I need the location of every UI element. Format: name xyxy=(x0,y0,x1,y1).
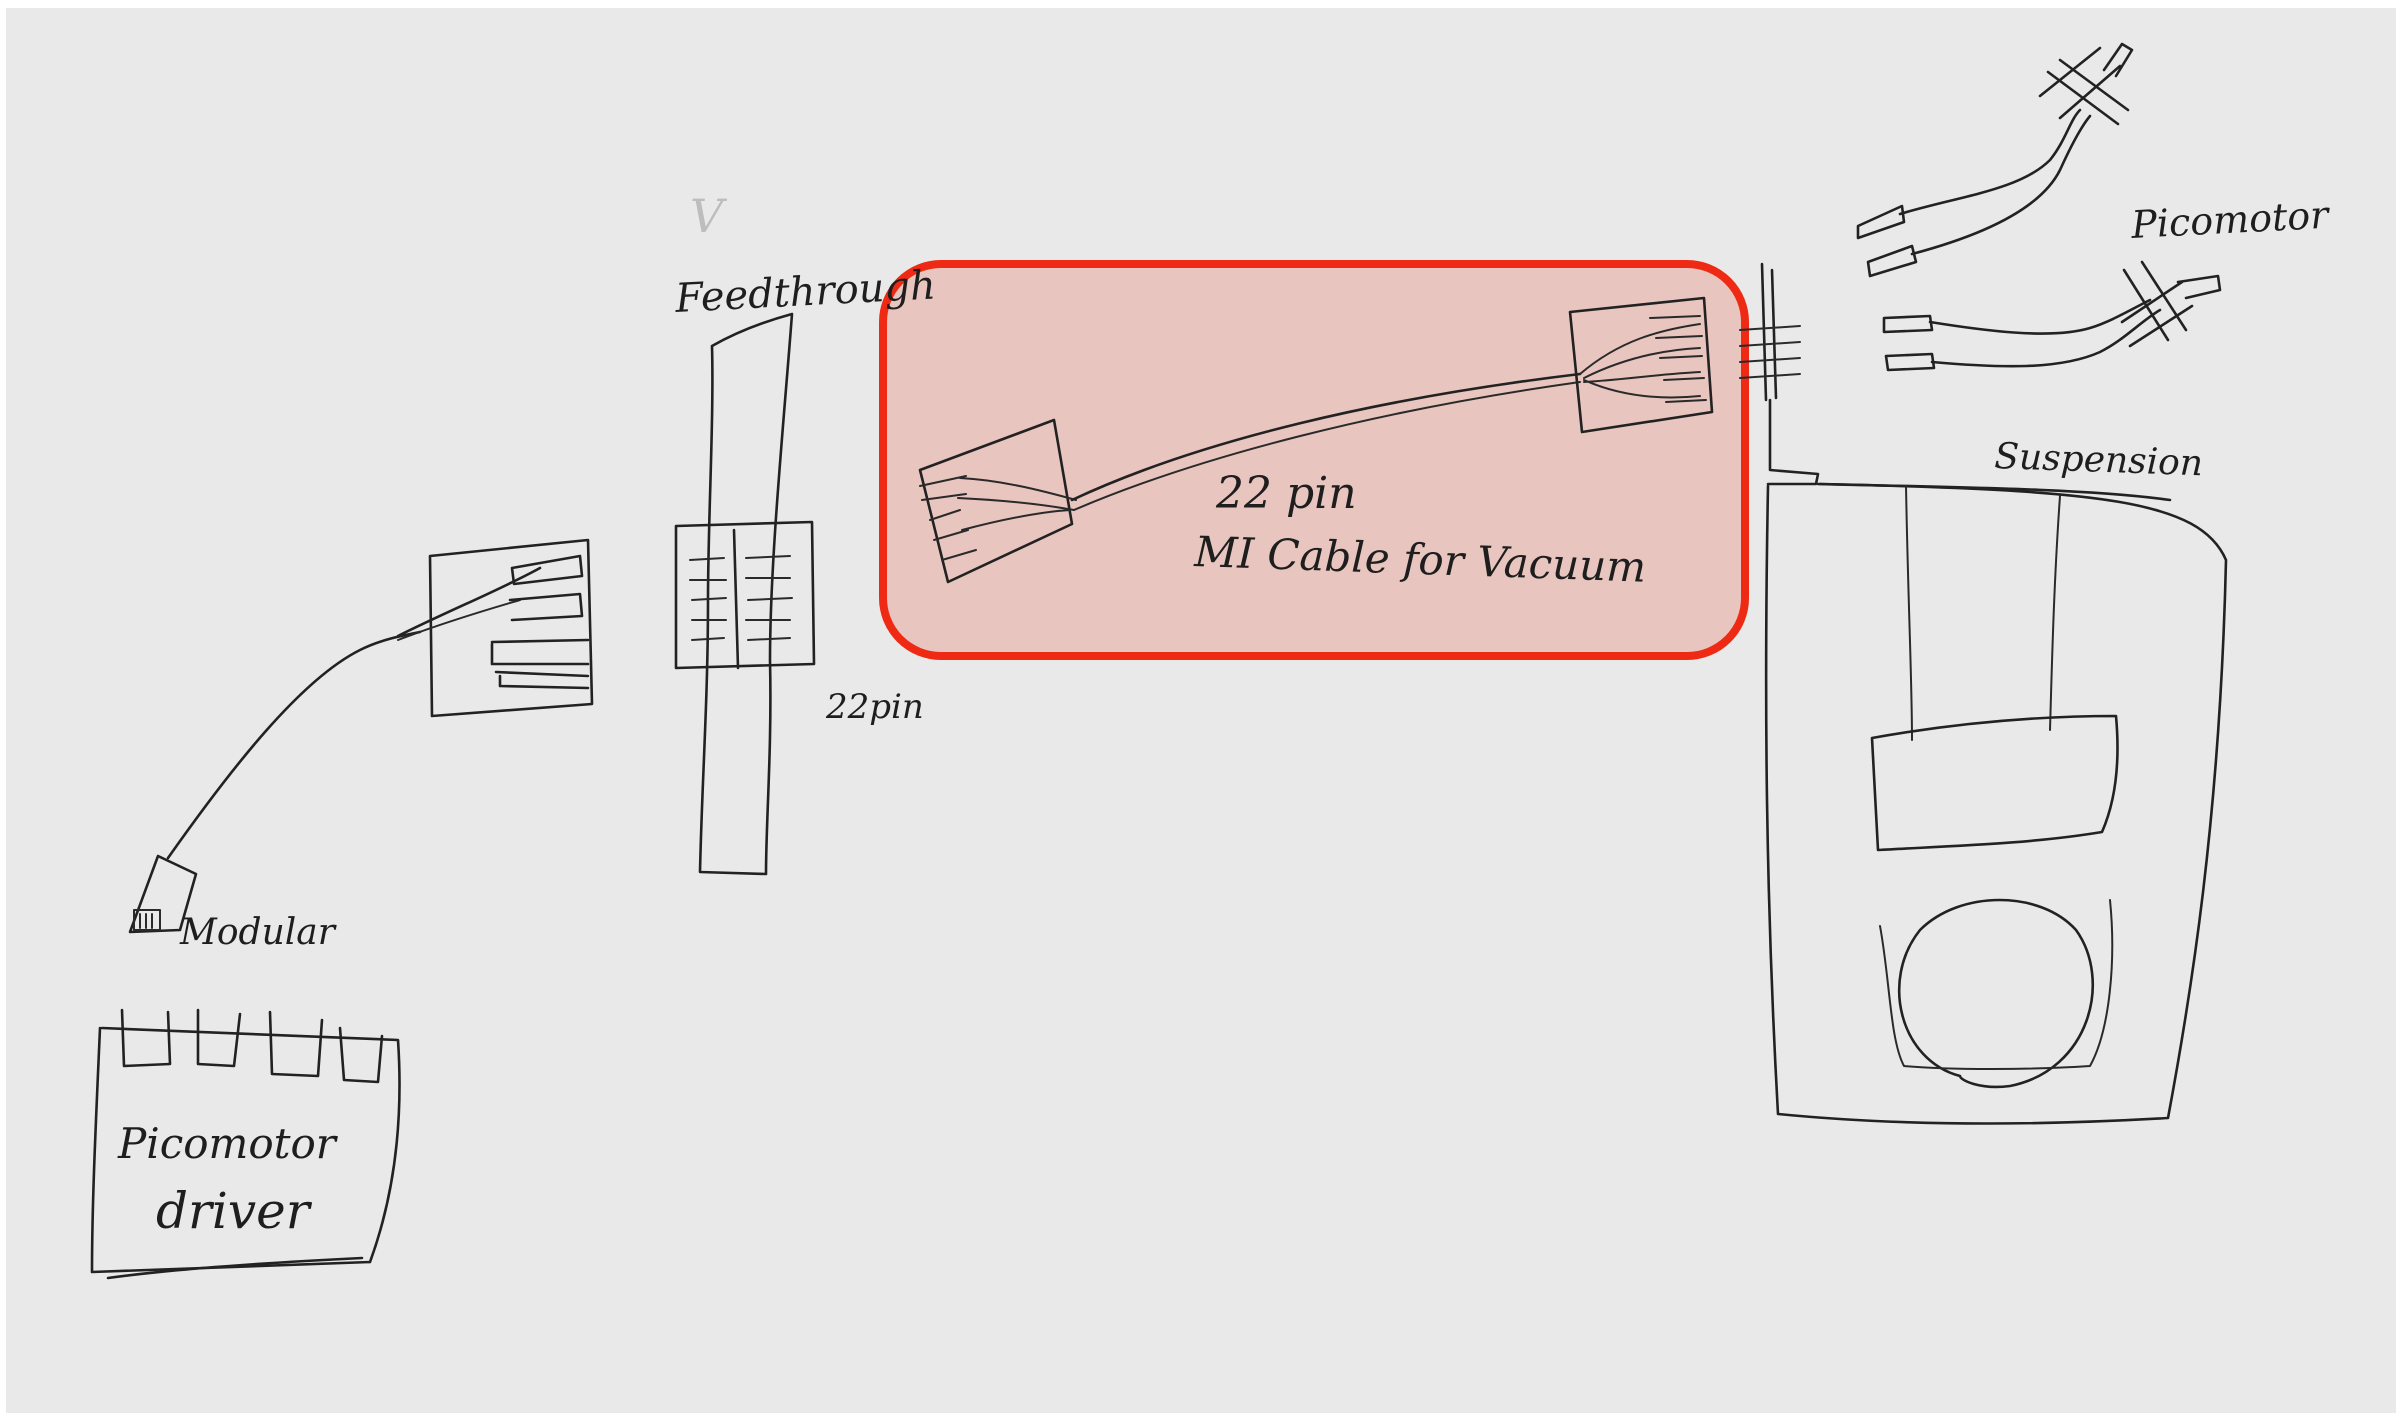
suspension xyxy=(1740,264,2226,1124)
left-connector xyxy=(398,540,592,716)
picomotor-upper xyxy=(1858,44,2132,276)
driver-title-label: Picomotor xyxy=(117,1119,339,1168)
highlight-box xyxy=(883,264,1745,656)
feedthrough-pins-label: 22pin xyxy=(825,687,924,727)
modular-plug xyxy=(130,632,420,932)
cable-pins-label: 22 pin xyxy=(1215,468,1357,519)
feedthrough xyxy=(676,314,814,874)
picomotor-lower xyxy=(1884,262,2220,370)
suspension-label: Suspension xyxy=(1994,436,2204,484)
modular-label: Modular xyxy=(179,912,337,953)
picomotor-label: Picomotor xyxy=(2129,193,2332,247)
feedthrough-faded-label: V xyxy=(690,189,728,243)
driver-subtitle-label: driver xyxy=(156,1182,313,1240)
